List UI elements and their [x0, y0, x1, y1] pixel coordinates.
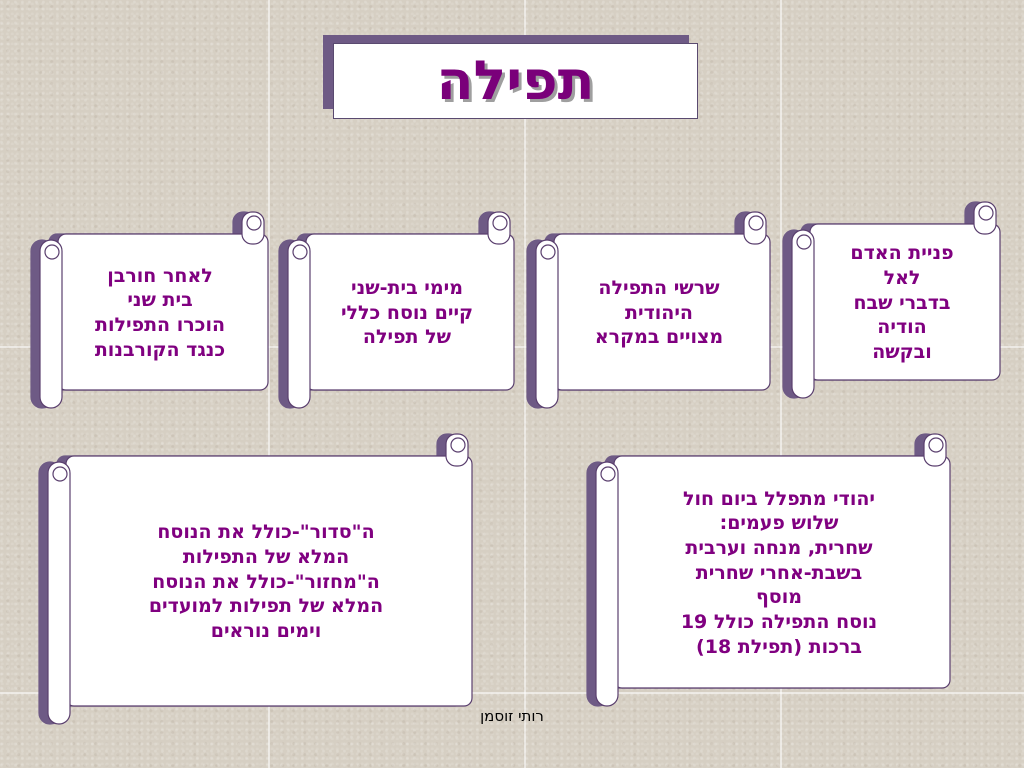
scroll-shape [526, 211, 771, 409]
scroll-paper [287, 211, 515, 409]
page-title: תפילה [436, 49, 595, 112]
scroll-shape [278, 211, 515, 409]
scroll-card-second-temple: מימי בית-שני קיים נוסח כללי של תפילה [278, 206, 515, 412]
title-banner: תפילה [323, 35, 700, 121]
scroll-shape [782, 201, 1001, 399]
scroll-shape [38, 433, 473, 725]
scroll-text: יהודי מתפלל ביום חול שלוש פעמים: שחרית, … [680, 487, 878, 658]
scroll-text: לאחר חורבן בית שני הוכרו התפילות כנגד הק… [94, 264, 226, 361]
scroll-text: ה"סדור"-כולל את הנוסח המלא של התפילות ה"… [148, 521, 384, 643]
scroll-card-prayer-definition: פניית האדם לאל בדברי שבח הודיה ובקשה [782, 196, 1001, 402]
scroll-paper [39, 211, 269, 409]
scroll-text: פניית האדם לאל בדברי שבח הודיה ובקשה [850, 242, 954, 364]
scroll-shape [30, 211, 269, 409]
scroll-shape [586, 433, 951, 707]
scroll-card-daily-prayers: יהודי מתפלל ביום חול שלוש פעמים: שחרית, … [586, 428, 951, 710]
scroll-card-roots: שרשי התפילה היהודית מצויים במקרא [526, 206, 771, 412]
scroll-card-after-destruction: לאחר חורבן בית שני הוכרו התפילות כנגד הק… [30, 206, 269, 412]
title-box: תפילה [333, 43, 698, 119]
scroll-card-siddur-machzor: ה"סדור"-כולל את הנוסח המלא של התפילות ה"… [38, 428, 473, 728]
scroll-paper [595, 433, 951, 707]
scroll-paper [47, 433, 473, 725]
scroll-text: שרשי התפילה היהודית מצויים במקרא [594, 276, 724, 349]
scroll-paper [791, 201, 1001, 399]
footer-author: רותי זוסמן [480, 707, 544, 725]
scroll-paper [535, 211, 771, 409]
scroll-text: מימי בית-שני קיים נוסח כללי של תפילה [340, 276, 474, 349]
